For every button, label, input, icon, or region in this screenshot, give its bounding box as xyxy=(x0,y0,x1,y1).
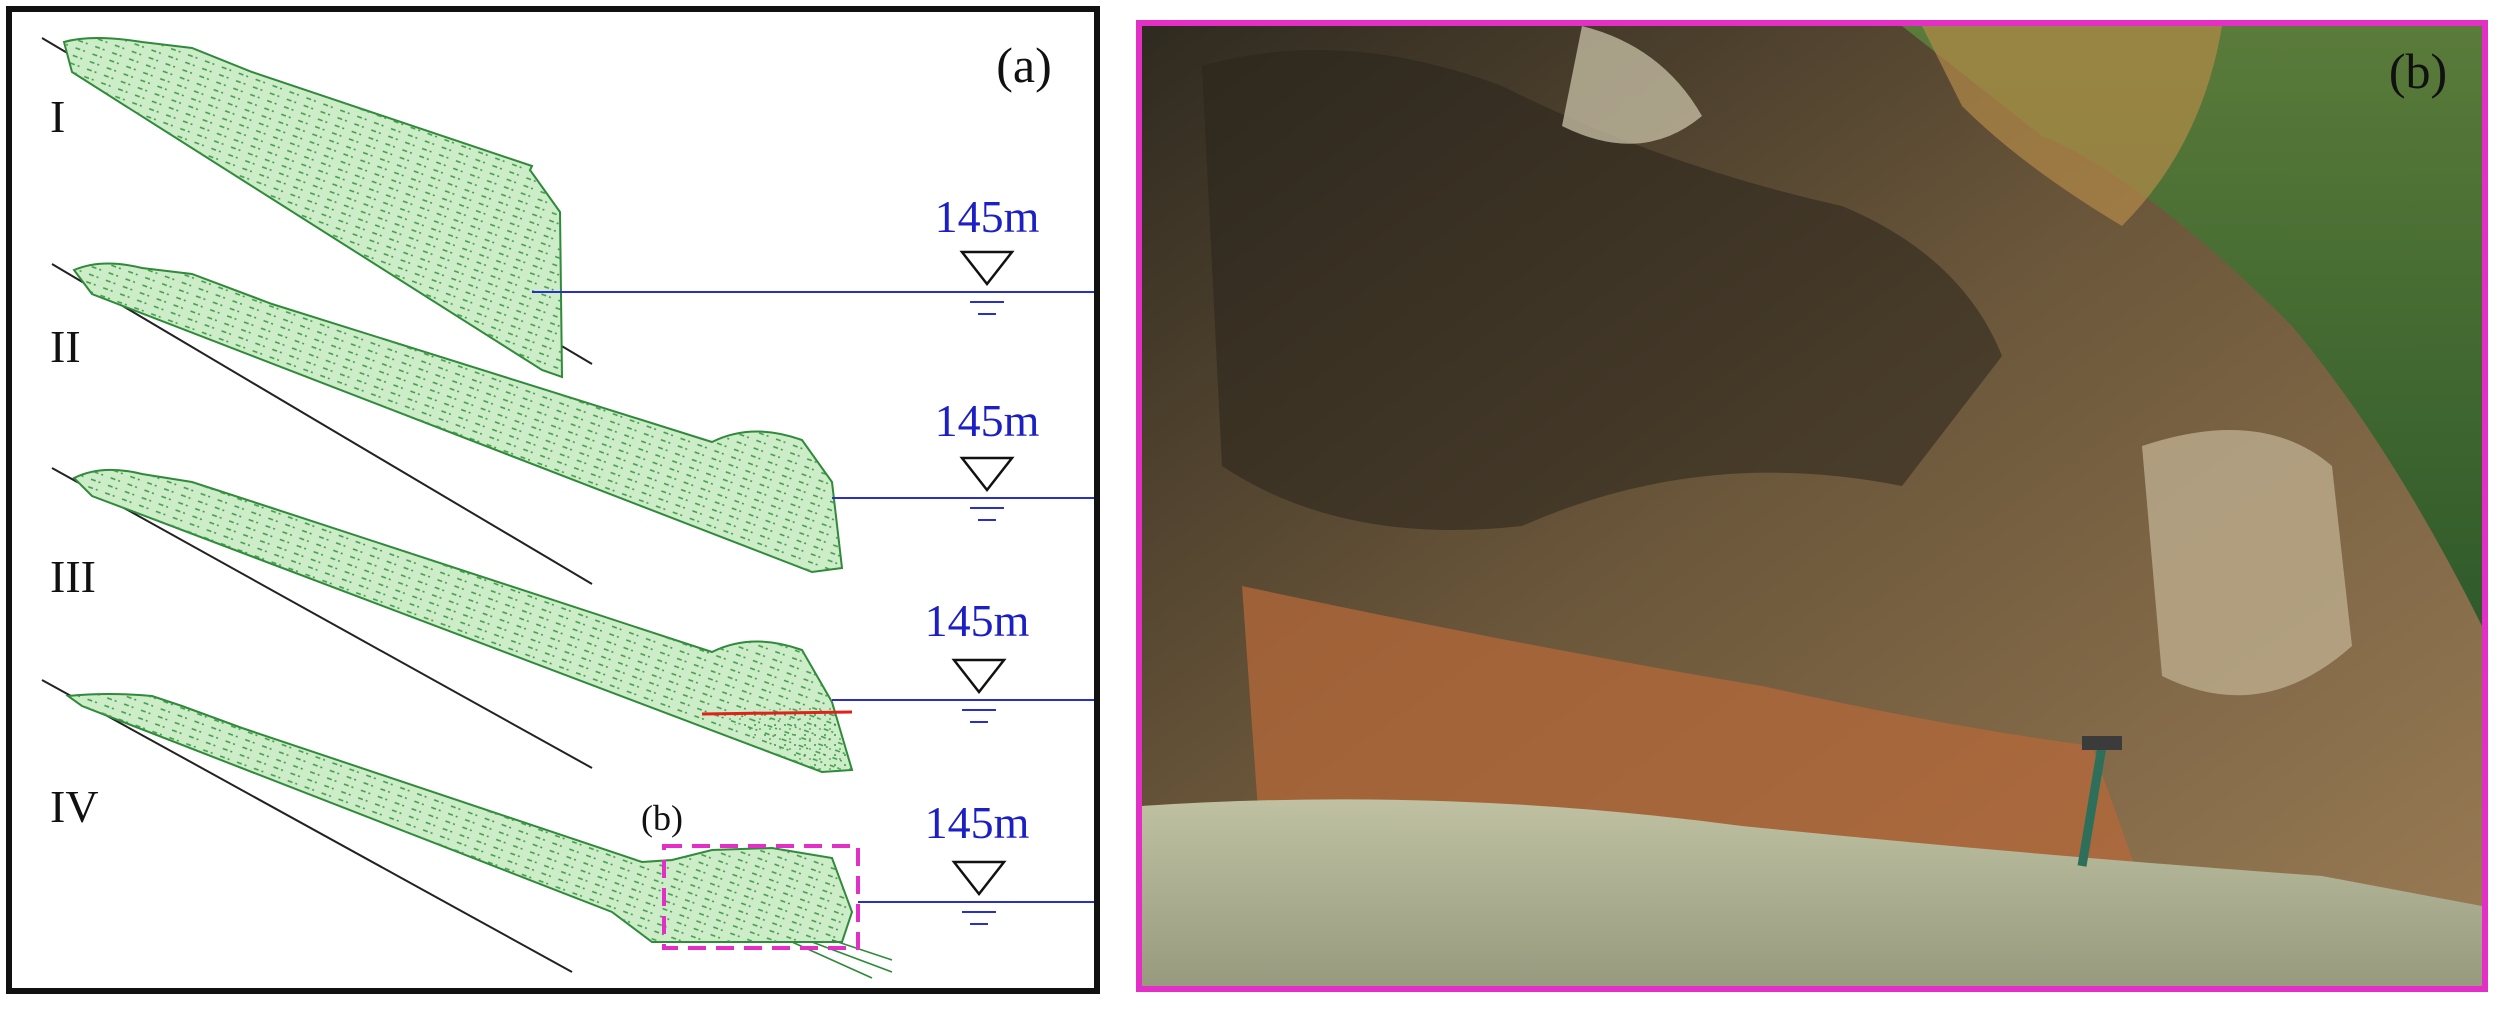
panel-b-photo: (b) xyxy=(1136,20,2488,992)
stage-III: III 145m xyxy=(50,467,1094,774)
hammer-handle xyxy=(2077,745,2107,867)
water-level-triangle xyxy=(959,456,1015,493)
inset-box-b xyxy=(662,844,860,950)
panel-a: (a) I 145m II 145m III xyxy=(6,6,1100,994)
stage-label-III: III xyxy=(50,551,96,602)
stage-II: II 145m xyxy=(50,262,1094,585)
ground-floor xyxy=(1142,799,2482,986)
stage-label-IV: IV xyxy=(50,781,99,832)
stage-IV: IV (b) 145m xyxy=(41,679,1094,979)
panel-a-label: (a) xyxy=(996,37,1052,93)
hammer-head xyxy=(2082,736,2122,750)
inset-label-b: (b) xyxy=(641,798,683,838)
ground-surface xyxy=(51,467,593,769)
dry-grass xyxy=(1922,26,2222,226)
water-level-label: 145m xyxy=(935,191,1040,242)
water-level-label: 145m xyxy=(935,395,1040,446)
dotted-zone xyxy=(712,706,852,772)
water-level-triangle xyxy=(951,658,1007,695)
ground-surface xyxy=(41,679,573,973)
water-level-triangle xyxy=(959,250,1015,287)
stage-I: I 145m xyxy=(41,37,1094,379)
water-level-label: 145m xyxy=(925,595,1030,646)
grass-area xyxy=(1902,26,2482,626)
pale-rock-block xyxy=(2142,430,2352,696)
dark-rock-mass xyxy=(1202,50,2002,530)
water-level-triangle xyxy=(951,860,1007,897)
stage-label-I: I xyxy=(50,91,65,142)
slope-evolution-diagram: (a) I 145m II 145m III xyxy=(41,37,1094,979)
panel-b-label: (b) xyxy=(2389,43,2447,99)
stage-label-II: II xyxy=(50,321,81,372)
ground-surface xyxy=(51,263,593,585)
water-level-label: 145m xyxy=(925,797,1030,848)
outcrop-photo: (b) xyxy=(1142,26,2482,986)
pale-rock-top xyxy=(1562,26,1702,144)
slip-surface xyxy=(701,710,853,716)
